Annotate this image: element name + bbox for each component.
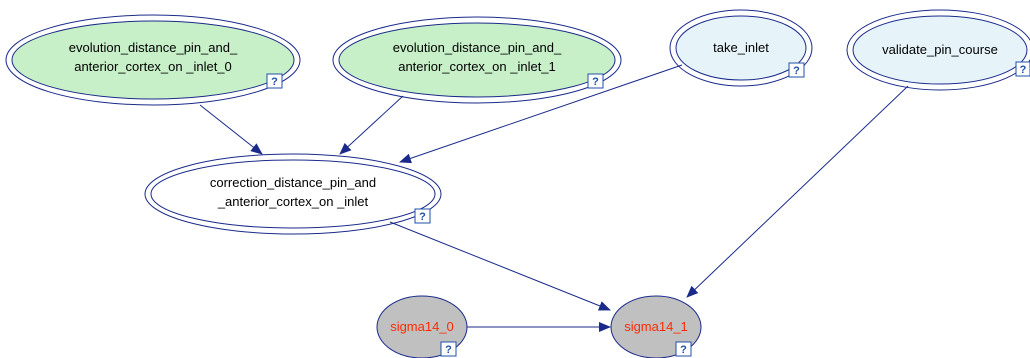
help-icon[interactable]: ? (788, 62, 805, 78)
edge-take-to-correction (399, 64, 683, 164)
help-icon[interactable]: ? (266, 73, 283, 89)
node-ellipse (11, 20, 295, 100)
help-glyph: ? (419, 211, 426, 223)
node-label: take_inlet (713, 40, 769, 55)
help-glyph: ? (592, 76, 599, 88)
help-icon[interactable]: ? (440, 341, 457, 357)
node-ellipse (150, 159, 436, 229)
help-glyph: ? (680, 344, 687, 356)
help-glyph: ? (793, 65, 800, 77)
node-ellipse (675, 15, 807, 81)
node-label-line1: correction_distance_pin_and (210, 175, 376, 190)
node-label-line2: _anterior_cortex_on _inlet (217, 194, 369, 209)
help-icon[interactable]: ? (587, 73, 604, 89)
help-glyph: ? (271, 76, 278, 88)
edge-correction-to-sigma1 (389, 221, 611, 311)
node-label-line2: anterior_cortex_on _inlet_0 (74, 59, 232, 74)
node-sigma14-0[interactable]: sigma14_0 ? (376, 295, 468, 358)
edge-evo1-to-correction (339, 95, 404, 155)
help-icon[interactable]: ? (675, 341, 692, 357)
node-label-line1: evolution_distance_pin_and_ (69, 40, 238, 55)
node-outer-ring (846, 9, 1030, 91)
node-outer-ring (669, 9, 813, 87)
node-take-inlet[interactable]: take_inlet ? (669, 9, 813, 87)
node-label: sigma14_1 (624, 319, 688, 334)
node-label: sigma14_0 (390, 319, 454, 334)
node-sigma14-1[interactable]: sigma14_1 ? (610, 295, 702, 358)
edge-validate-to-sigma1 (686, 85, 909, 298)
node-evolution-inlet-1[interactable]: evolution_distance_pin_and_ anterior_cor… (332, 16, 622, 104)
edge-evo0-to-correction (199, 104, 263, 155)
node-label-line1: evolution_distance_pin_and_ (393, 40, 562, 55)
node-validate-pin-course[interactable]: validate_pin_course ? (846, 9, 1030, 91)
node-ellipse (338, 22, 616, 98)
node-ellipse (852, 15, 1028, 85)
node-label: validate_pin_course (882, 42, 998, 57)
node-correction-distance[interactable]: correction_distance_pin_and _anterior_co… (144, 153, 442, 235)
node-label-line2: anterior_cortex_on _inlet_1 (398, 59, 556, 74)
node-outer-ring (332, 16, 622, 104)
node-outer-ring (5, 14, 301, 106)
help-glyph: ? (445, 344, 452, 356)
node-outer-ring (144, 153, 442, 235)
help-icon[interactable]: ? (414, 208, 431, 224)
help-glyph: ? (1020, 64, 1027, 76)
edges (199, 64, 909, 332)
help-icon[interactable]: ? (1015, 61, 1030, 77)
node-evolution-inlet-0[interactable]: evolution_distance_pin_and_ anterior_cor… (5, 14, 301, 106)
